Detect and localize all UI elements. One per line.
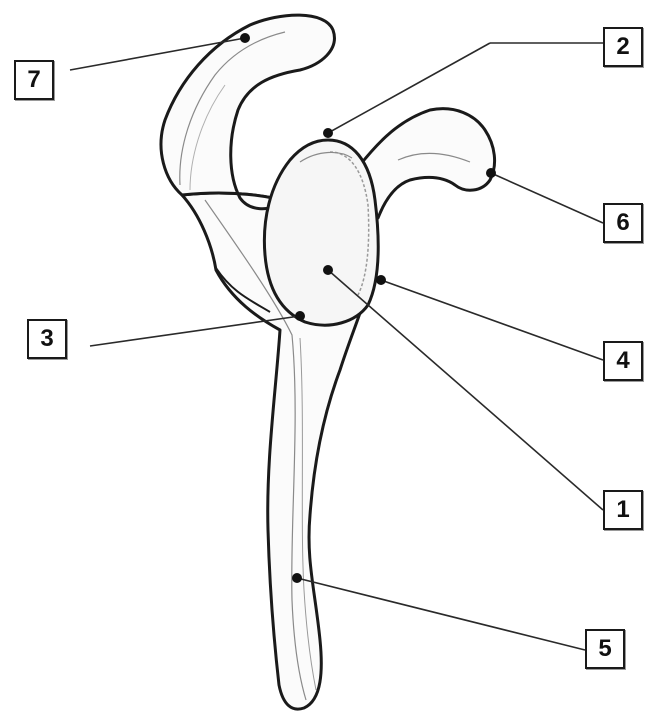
marker-1 — [323, 265, 333, 275]
marker-6 — [486, 168, 496, 178]
label-number: 4 — [616, 347, 629, 375]
label-box-3: 3 — [27, 319, 67, 359]
leader-line-4 — [381, 280, 603, 360]
marker-5 — [292, 573, 302, 583]
glenoid-cavity — [264, 140, 378, 325]
label-box-1: 1 — [603, 490, 643, 530]
label-box-5: 5 — [585, 629, 625, 669]
coracoid-process — [360, 109, 495, 218]
label-box-4: 4 — [603, 341, 643, 381]
marker-4 — [376, 275, 386, 285]
leader-line-5 — [297, 578, 585, 650]
label-number: 5 — [598, 635, 611, 663]
leader-line-3 — [90, 316, 300, 346]
label-number: 3 — [40, 325, 53, 353]
label-number: 7 — [27, 66, 40, 94]
marker-7 — [240, 33, 250, 43]
marker-2 — [323, 128, 333, 138]
label-box-7: 7 — [14, 60, 54, 100]
label-number: 1 — [616, 496, 629, 524]
marker-3 — [295, 311, 305, 321]
leader-line-6 — [491, 173, 603, 223]
leader-line-1 — [328, 270, 603, 510]
label-box-6: 6 — [603, 203, 643, 243]
label-number: 6 — [616, 209, 629, 237]
label-box-2: 2 — [603, 27, 643, 67]
label-number: 2 — [616, 33, 629, 61]
